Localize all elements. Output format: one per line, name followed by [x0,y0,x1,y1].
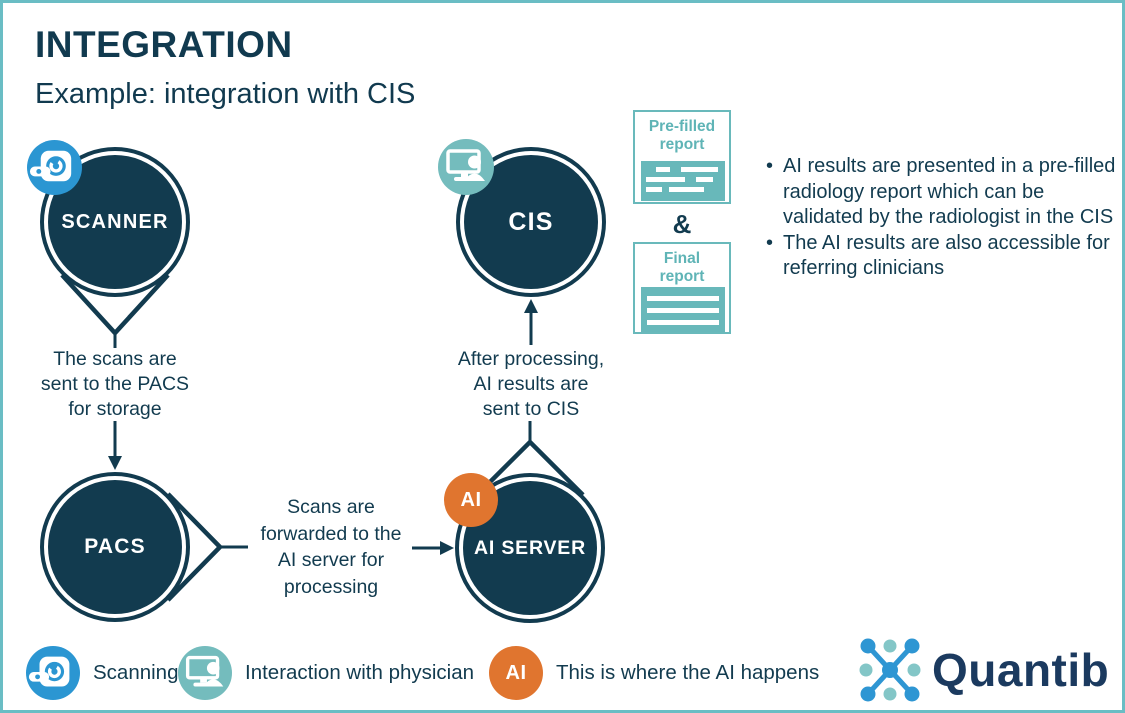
legend-physician-label: Interaction with physician [245,661,475,684]
mri-scanner-icon [27,140,82,195]
notes: AI results are presented in a pre-filled… [766,154,1121,282]
legend-ai: AI This is where the AI happens [489,646,819,700]
legend-scanning-label: Scanning [93,661,179,684]
node-pacs: PACS [40,472,190,622]
report-title-line: report [659,267,705,285]
legend-ai-label: This is where the AI happens [556,661,820,684]
quantib-logo: Quantib [854,634,1109,706]
note-item: The AI results are also accessible for r… [766,231,1121,282]
node-scanner-circle: SCANNER [48,155,182,289]
ai-icon-label: AI [505,661,527,684]
caption-line: for storage [68,398,162,420]
ai-icon-label: AI [460,488,482,511]
node-ai-server-circle: AI SERVER [463,481,597,615]
node-cis-label: CIS [508,207,554,236]
mri-scanner-icon [26,646,80,700]
note-item: AI results are presented in a pre-filled… [766,154,1121,231]
caption-ai-to-cis: After processing, AI results are sent to… [431,347,631,422]
final-report-icon [641,287,725,332]
caption-line: AI server for [277,549,385,571]
caption-line: sent to the PACS [40,373,190,395]
report-title-line: report [659,135,705,153]
caption-line: AI results are [473,373,589,395]
final-report-title: Final report [635,244,729,285]
ampersand: & [672,209,692,239]
legend-scanning: Scanning [26,646,178,700]
caption-line: forwarded to the [260,522,402,545]
final-report-card: Final report [633,242,731,334]
caption-pacs-to-ai: Scans are forwarded to the AI server for… [231,494,431,600]
page-subtitle: Example: integration with CIS [35,78,416,110]
page-title: INTEGRATION [35,24,293,65]
quantib-logo-icon [859,638,921,702]
node-pacs-circle: PACS [48,480,182,614]
ai-icon: AI [444,473,498,527]
caption-scanner-to-pacs: The scans are sent to the PACS for stora… [15,347,215,422]
node-pacs-label: PACS [84,535,146,558]
physician-icon [438,139,494,195]
prefilled-report-card: Pre-filled report [633,110,731,204]
prefilled-report-icon [641,161,725,201]
caption-line: sent to CIS [482,398,580,420]
caption-line: After processing, [457,348,605,370]
prefilled-report-title: Pre-filled report [635,112,729,153]
node-scanner-label: SCANNER [61,210,169,233]
report-title-line: Final [663,250,701,267]
caption-line: The scans are [53,348,177,370]
legend-physician: Interaction with physician [178,646,474,700]
report-title-line: Pre-filled [648,118,716,135]
ai-icon: AI [489,646,543,700]
caption-line: Scans are [287,496,375,518]
node-ai-server-label: AI SERVER [474,536,586,559]
physician-icon [178,646,232,700]
quantib-wordmark: Quantib [932,644,1110,696]
caption-line: processing [283,575,379,598]
